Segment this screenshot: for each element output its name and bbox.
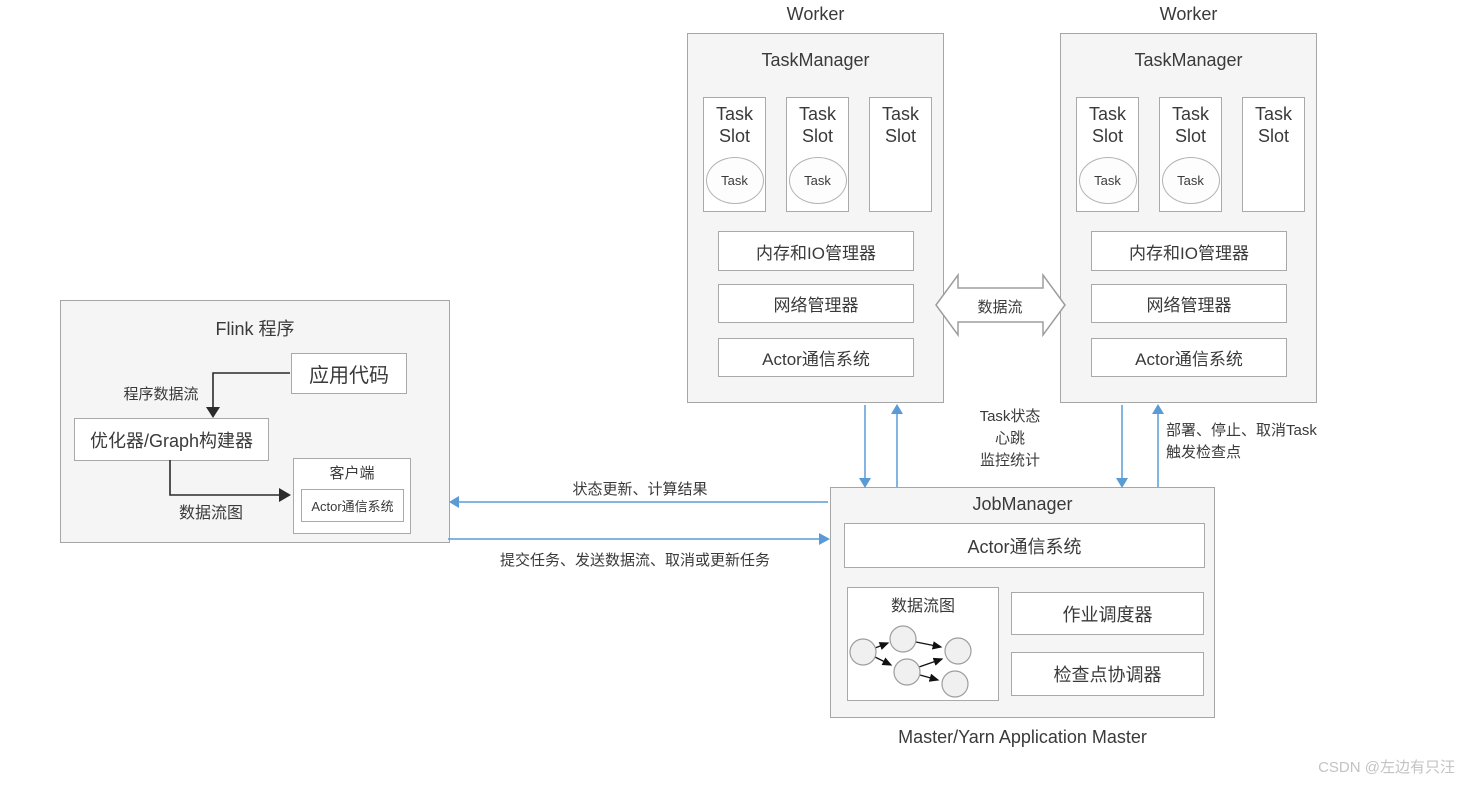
dataflow-graph-icon [849,625,972,698]
program-dataflow-label: 程序数据流 [123,386,199,403]
deploy-line: 部署、停止、取消Task [1166,422,1317,439]
memory-io-manager-box: 内存和IO管理器 [718,231,914,271]
csdn-watermark: CSDN @左边有只汪 [1318,759,1455,776]
client-title: 客户端 [329,465,375,482]
jobmanager-box: JobManager Actor通信系统 数据流图 [830,487,1215,718]
application-code-box: 应用代码 [291,353,407,394]
actor-system-box: Actor通信系统 [1091,338,1287,377]
worker-left-title: Worker [786,4,845,24]
task-label: Task [1094,173,1121,188]
taskmanager-title: TaskManager [1134,50,1243,70]
monitoring-line: 监控统计 [979,452,1040,469]
dataflow-graph-title: 数据流图 [890,598,955,615]
task-label: Task [1177,173,1204,188]
dataflow-arrow-label: 数据流 [977,299,1023,316]
task-slot: Task Slot [1242,97,1305,212]
worker-right-title: Worker [1159,4,1218,24]
task-slot-label: Task Slot [798,104,836,146]
network-manager-box: 网络管理器 [718,284,914,323]
checkpoint-coordinator-box: 检查点协调器 [1011,652,1204,696]
task-slot: Task Slot [869,97,932,212]
actor-system-box: Actor通信系统 [718,338,914,377]
memory-io-manager-box: 内存和IO管理器 [1091,231,1287,271]
worker-right-box: TaskManager Task Slot Task Task Slot Tas… [1060,33,1317,403]
status-update-label: 状态更新、计算结果 [572,481,708,498]
jobmanager-title: JobManager [972,494,1073,514]
task-label: Task [804,173,831,188]
task-slot: Task Slot Task [786,97,849,212]
task-circle: Task [1078,157,1137,204]
task-slot-label: Task Slot [1088,104,1126,146]
optimizer-graph-builder-box: 优化器/Graph构建器 [74,418,269,461]
task-slot-label: Task Slot [881,104,919,146]
task-slot: Task Slot Task [1159,97,1222,212]
task-label: Task [721,173,748,188]
task-circle: Task [788,157,847,204]
flink-program-box: Flink 程序 应用代码 程序数据流 优化器/Graph构建器 数据流图 客户… [60,300,450,543]
task-slot-label: Task Slot [715,104,753,146]
heartbeat-line: 心跳 [994,430,1025,447]
task-slot: Task Slot Task [703,97,766,212]
jobmanager-caption: Master/Yarn Application Master [898,727,1147,747]
task-circle: Task [705,157,764,204]
submit-tasks-label: 提交任务、发送数据流、取消或更新任务 [499,552,770,569]
jobmanager-dataflow-graph-box: 数据流图 [847,587,999,701]
deploy-stop-cancel-label: 部署、停止、取消Task 触发检查点 [1166,420,1386,464]
dataflow-graph-label: 数据流图 [178,505,243,522]
task-slot: Task Slot Task [1076,97,1139,212]
worker-left-box: TaskManager Task Slot Task Task Slot Tas… [687,33,944,403]
task-slot-label: Task Slot [1254,104,1292,146]
task-slot-label: Task Slot [1171,104,1209,146]
jobmanager-actor-system-box: Actor通信系统 [844,523,1205,568]
trigger-checkpoint-line: 触发检查点 [1166,444,1242,461]
task-status-label: Task状态 心跳 监控统计 [930,406,1090,472]
task-circle: Task [1161,157,1220,204]
task-status-line: Task状态 [979,408,1041,425]
network-manager-box: 网络管理器 [1091,284,1287,323]
taskmanager-title: TaskManager [761,50,870,70]
client-box: 客户端 Actor通信系统 [293,458,411,534]
flink-program-title: Flink 程序 [215,319,295,339]
job-scheduler-box: 作业调度器 [1011,592,1204,635]
client-actor-system-box: Actor通信系统 [301,489,404,522]
